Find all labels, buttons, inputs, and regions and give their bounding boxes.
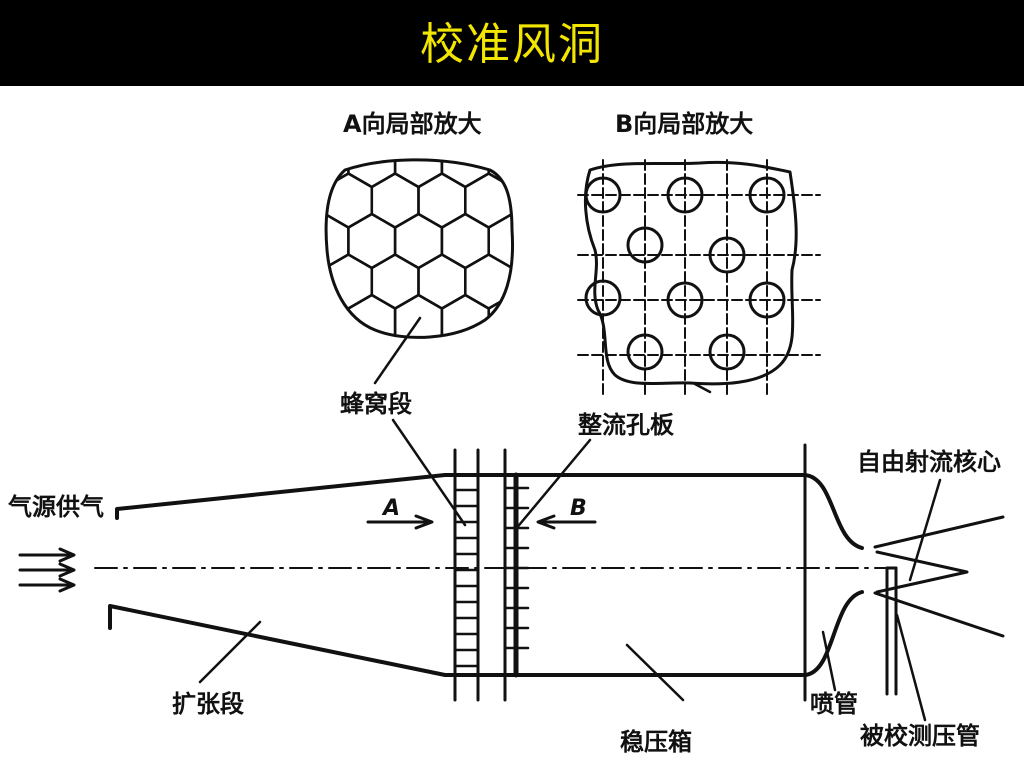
plate-holes-and-gridlines: [577, 159, 821, 396]
plate-hole: [748, 176, 786, 214]
honeycomb-label: 蜂窝段: [340, 390, 412, 418]
plate-hole: [708, 333, 746, 371]
honeycomb-cell: [278, 93, 325, 147]
view-b-label: B向局部放大: [615, 110, 753, 138]
view-a-label: A向局部放大: [343, 110, 482, 138]
honeycomb-cell: [278, 417, 325, 471]
leader-probe: [895, 613, 927, 722]
honeycomb-cell: [629, 133, 676, 187]
honeycomb-cell: [559, 336, 606, 390]
honeycomb-cell: [535, 376, 582, 430]
honeycomb-cell: [326, 334, 374, 338]
nozzle-upper-contour: [803, 473, 864, 550]
honeycomb-cell: [535, 133, 582, 187]
leader-nozzle: [821, 630, 837, 692]
leader-lines: [198, 316, 942, 722]
supply-arrow-2: [18, 562, 76, 578]
plate-hole: [708, 236, 746, 274]
plate-hole: [626, 226, 664, 264]
diffuser-upper-wall: [115, 473, 807, 520]
honeycomb-detail-outline: [324, 158, 514, 339]
honeycomb-cell: [347, 293, 397, 338]
honeycomb-cell: [325, 417, 372, 471]
honeycomb-cell: [370, 334, 420, 338]
honeycomb-cell: [487, 293, 513, 338]
honeycomb-cell: [535, 214, 582, 268]
plate-hole: [584, 176, 622, 214]
jet-core-triangle: [875, 550, 969, 594]
honeycomb-cell: [255, 214, 302, 268]
supply-arrows: [18, 547, 76, 593]
honeycomb-cell: [582, 214, 629, 268]
honeycomb-cell: [255, 133, 302, 187]
jet-boundary-lower: [873, 591, 1005, 638]
plate-hole: [584, 279, 622, 317]
leader-honeycomb-section: [391, 418, 467, 527]
nozzle-lower-contour: [803, 590, 864, 677]
honeycomb-cell: [512, 93, 559, 147]
honeycomb-cell: [559, 93, 606, 147]
diffuser-label: 扩张段: [172, 690, 244, 718]
plate-hole: [748, 281, 786, 319]
tested-probe-label: 被校测压管: [860, 722, 980, 750]
honeycomb-cell: [326, 172, 327, 229]
leader-diffuser: [198, 620, 262, 684]
diffuser-lower-wall: [108, 604, 807, 677]
honeycomb-cell: [326, 334, 327, 338]
arrow-a-label: A: [381, 496, 400, 521]
slide-title: 校准风洞: [420, 19, 604, 70]
honeycomb-cell: [535, 295, 582, 349]
honeycomb-cell: [326, 293, 350, 338]
honeycomb-cell: [510, 253, 513, 310]
plate-hole: [626, 333, 664, 371]
honeycomb-cell: [442, 376, 489, 430]
leader-perforated-plate: [513, 438, 592, 532]
honeycomb-section-cells: [453, 488, 480, 668]
perforated-plate-label: 整流孔板: [578, 411, 675, 439]
honeycomb-detail: [255, 93, 676, 471]
honeycomb-cell: [326, 253, 327, 310]
leader-plate-detail: [693, 382, 712, 394]
honeycomb-cell: [255, 295, 302, 349]
leader-settling-chamber: [625, 643, 685, 702]
honeycomb-cell: [419, 417, 466, 471]
free-jet-core-label: 自由射流核心: [857, 448, 1001, 476]
air-supply-label: 气源供气: [7, 493, 104, 521]
honeycomb-cell: [464, 334, 513, 338]
title-bar: 校准风洞: [0, 0, 1024, 86]
tunnel-body: [18, 443, 1005, 702]
plate-hole: [666, 281, 704, 319]
wind-tunnel-diagram: A向局部放大 B向局部放大: [7, 93, 1005, 756]
honeycomb-cell: [512, 417, 559, 471]
honeycomb-cell: [489, 376, 536, 430]
leader-jet-core: [908, 478, 942, 582]
honeycomb-cell: [510, 172, 513, 229]
nozzle-label: 喷管: [810, 690, 858, 718]
honeycomb-cell: [417, 334, 467, 338]
honeycomb-cell: [255, 376, 302, 430]
honeycomb-cell: [559, 174, 606, 228]
honeycomb-cell: [510, 334, 513, 338]
view-b-arrow: [536, 514, 597, 530]
arrow-b-label: B: [570, 496, 587, 521]
settling-chamber-label: 稳压箱: [620, 728, 692, 756]
plate-hole: [666, 176, 704, 214]
supply-arrow-1: [18, 547, 76, 563]
view-a-arrow: [366, 514, 434, 530]
jet-boundary-upper: [873, 515, 1005, 549]
supply-arrow-3: [18, 577, 76, 593]
perforated-plate-detail: [577, 159, 821, 396]
leader-honeycomb-detail: [373, 316, 422, 385]
